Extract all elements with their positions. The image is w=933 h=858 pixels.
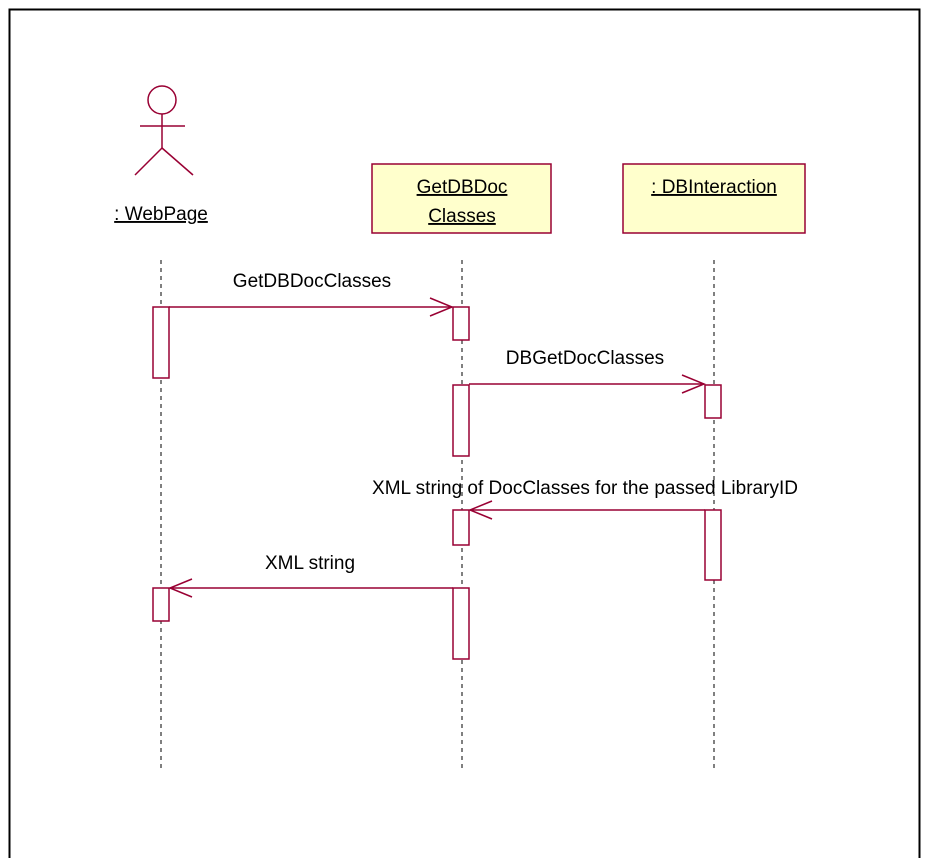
message-label: XML string of DocClasses for the passed … xyxy=(372,478,798,499)
getdbdocclasses-object-label-line1: GetDBDoc xyxy=(417,177,508,198)
getdbdocclasses-object-label-line2: Classes xyxy=(428,206,496,227)
getdbdocclasses-object-box xyxy=(371,163,552,234)
dbinteraction-object-box xyxy=(622,163,806,234)
open-arrowhead-icon xyxy=(468,500,493,520)
message-dbgetdocclasses: DBGetDocClasses xyxy=(469,348,706,394)
activation-bar xyxy=(452,509,470,546)
open-arrowhead-icon xyxy=(168,578,193,598)
activation-bar xyxy=(704,509,722,581)
message-label: DBGetDocClasses xyxy=(506,348,664,369)
diagram-frame xyxy=(8,8,921,858)
activation-bar xyxy=(152,306,170,379)
dbinteraction-object-label: : DBInteraction xyxy=(651,177,777,198)
activation-bar xyxy=(452,306,470,341)
getdbdocclasses-object[interactable]: GetDBDoc Classes xyxy=(371,163,552,234)
open-arrowhead-icon xyxy=(681,374,706,394)
message-label: GetDBDocClasses xyxy=(233,271,391,292)
message-xml-string-of-docclasses: XML string of DocClasses for the passed … xyxy=(372,478,798,520)
activation-bar xyxy=(452,384,470,457)
webpage-actor[interactable]: : WebPage xyxy=(114,85,208,225)
open-arrowhead-icon xyxy=(429,297,454,317)
activation-bar xyxy=(452,587,470,660)
activation-bar xyxy=(704,384,722,419)
message-label: XML string xyxy=(265,553,355,574)
message-xml-string: XML string xyxy=(168,553,453,598)
stick-figure-actor-icon xyxy=(134,85,194,176)
message-getdbdocclasses: GetDBDocClasses xyxy=(169,271,454,317)
activation-bar xyxy=(152,587,170,622)
webpage-actor-label: : WebPage xyxy=(114,204,208,225)
dbinteraction-object[interactable]: : DBInteraction xyxy=(622,163,806,234)
